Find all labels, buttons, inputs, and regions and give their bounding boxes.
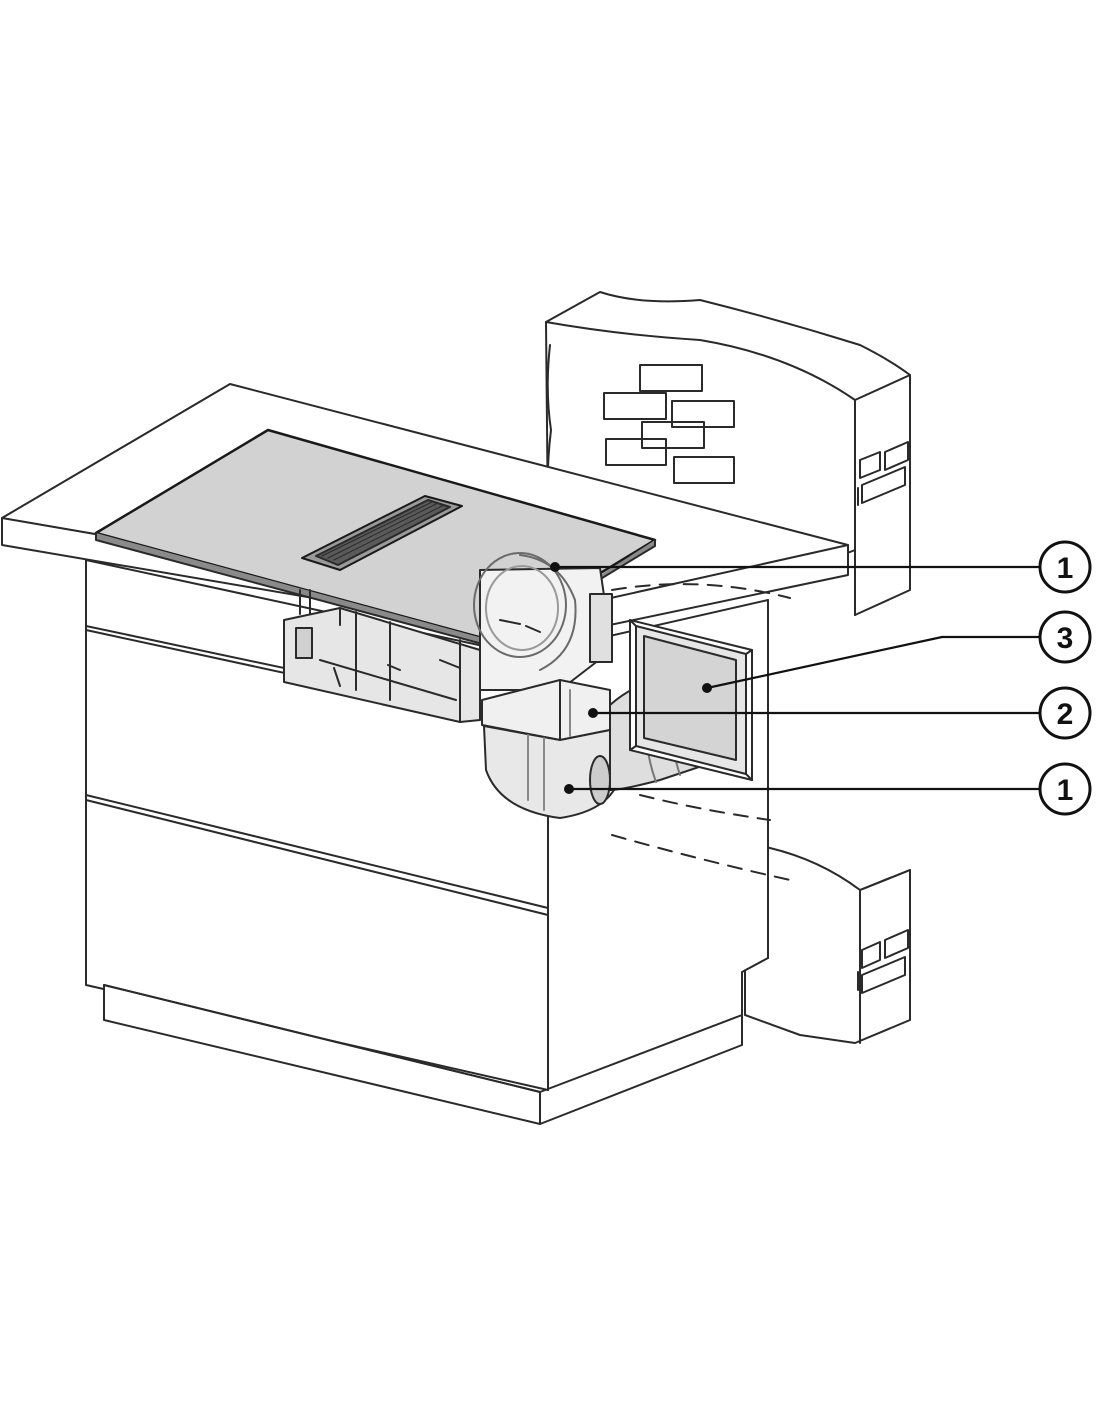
callout-label-1b: 1 — [1057, 774, 1074, 807]
downdraft-vent — [301, 495, 463, 571]
callout-label-3: 3 — [1057, 622, 1074, 655]
callout-label-2: 2 — [1057, 698, 1074, 731]
callout-label-1a: 1 — [1057, 552, 1074, 585]
callout-bubble-1b — [1038, 762, 1092, 816]
wall-box — [629, 619, 753, 781]
callout-bubble-2 — [1038, 686, 1092, 740]
elbow-lower — [483, 725, 615, 819]
leader-lines — [553, 565, 1040, 791]
wall-lower — [744, 841, 911, 1044]
elbow-upper — [473, 552, 613, 691]
callout-bubble-1a — [1038, 540, 1092, 594]
callout-bubble-3 — [1038, 610, 1092, 664]
